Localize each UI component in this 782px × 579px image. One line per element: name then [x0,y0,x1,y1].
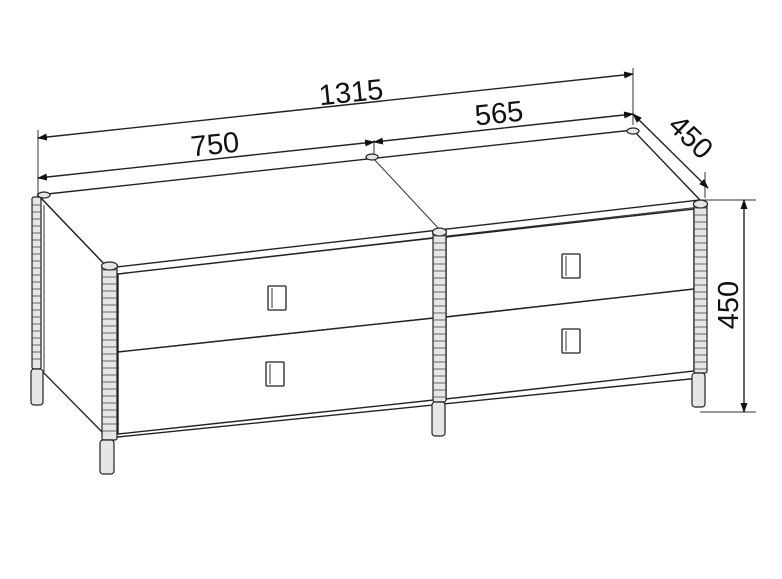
cabinet [30,127,709,475]
post-front-left [101,263,118,441]
foot-back-left [30,368,44,406]
foot-middle [431,401,446,437]
foot-front-left [99,439,115,475]
dim-line-left-section [37,139,375,181]
handle-top-right [561,253,581,279]
handle-bottom-left [265,361,285,387]
foot-front-right [691,372,706,408]
dim-label-left-section: 750 [189,127,240,164]
dim-label-right-section: 565 [473,96,524,133]
dim-label-depth: 450 [662,109,719,166]
dim-line-overall [37,71,634,141]
dim-label-height: 450 [713,281,745,329]
dim-line-depth [632,113,709,189]
posts [30,127,709,475]
dim-label-overall: 1315 [317,74,385,113]
drawer-handles [265,253,581,387]
dim-line-right-section [373,111,634,145]
dimension-lines [37,68,756,413]
handle-bottom-right [561,328,581,354]
handle-top-left [267,285,287,311]
post-front-right [693,202,708,374]
post-back-left [31,196,42,370]
